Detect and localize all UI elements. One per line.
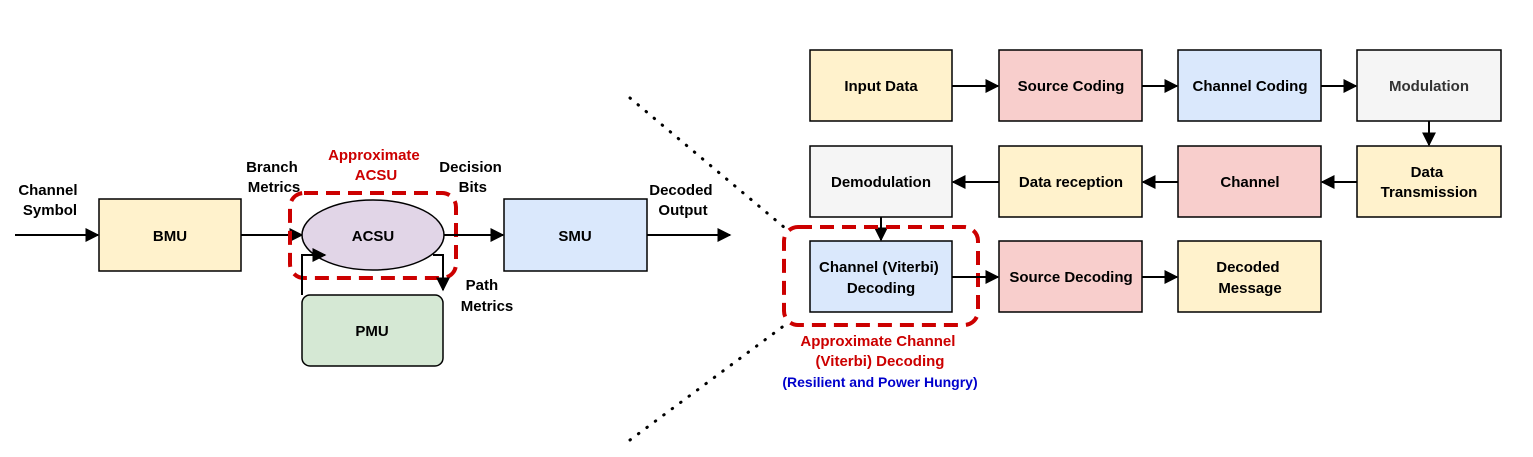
zoom-line-top (628, 96, 787, 230)
viterbi-decoding-block (809, 240, 953, 313)
data-transmission-block (1356, 145, 1502, 218)
pmu-to-acsu-arrow (301, 248, 327, 295)
data-reception-label: Data reception (1019, 174, 1123, 191)
source-decoding-label: Source Decoding (1009, 269, 1132, 286)
branch-metrics-label: Branch Metrics (246, 159, 302, 196)
decoded-message-block (1177, 240, 1322, 313)
zoom-line-bottom (628, 323, 787, 442)
channel-coding-block (1177, 49, 1322, 122)
decoded-output-label: Decoded Output (649, 182, 717, 219)
data-reception-block (998, 145, 1143, 218)
approximate-acsu-label: Approximate ACSU (328, 147, 424, 184)
channel-coding-label: Channel Coding (1193, 78, 1308, 95)
source-coding-block (998, 49, 1143, 122)
demodulation-label: Demodulation (831, 174, 931, 191)
resilient-power-label: (Resilient and Power Hungry) (782, 374, 977, 390)
data-transmission-label: Data Transmission (1381, 164, 1478, 201)
smu-label: SMU (558, 228, 591, 245)
channel-symbol-label: Channel Symbol (18, 182, 81, 219)
acsu-to-pmu-arrow (433, 254, 450, 292)
smu-block (503, 198, 648, 272)
pmu-label: PMU (355, 323, 388, 340)
decision-bits-label: Decision Bits (439, 159, 506, 196)
channel-block (1177, 145, 1322, 218)
input-data-block (809, 49, 953, 122)
viterbi-decoding-label: Channel (Viterbi) Decoding (819, 259, 943, 297)
modulation-label: Modulation (1389, 78, 1469, 95)
source-decoding-block (998, 240, 1143, 313)
approximate-viterbi-label: Approximate Channel (Viterbi) Decoding (800, 333, 959, 370)
source-coding-label: Source Coding (1018, 78, 1125, 95)
decoded-message-label: Decoded Message (1216, 259, 1284, 297)
pmu-block (301, 294, 444, 367)
path-metrics-label: Path Metrics (461, 277, 514, 315)
channel-label: Channel (1220, 174, 1279, 191)
input-data-label: Input Data (844, 78, 918, 95)
modulation-block (1356, 49, 1502, 122)
acsu-label: ACSU (352, 228, 395, 245)
bmu-label: BMU (153, 228, 187, 245)
